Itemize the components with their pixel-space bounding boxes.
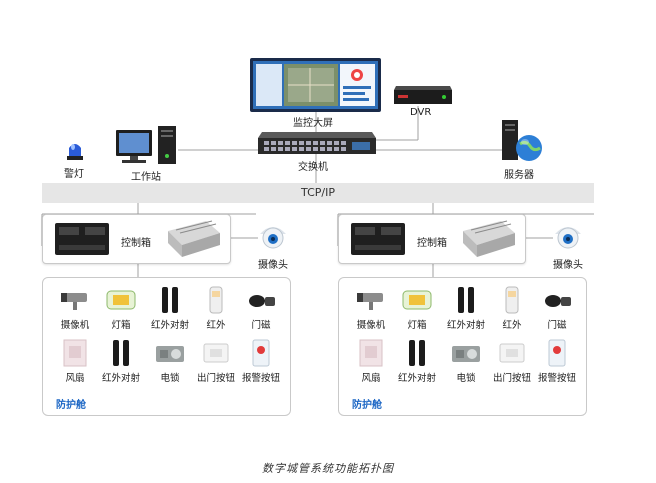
left-camera (258, 222, 288, 252)
door-contact-icon (249, 295, 275, 307)
exit-button-icon (499, 343, 525, 363)
right-device-door-contact: 门磁 (532, 285, 582, 331)
light-box-icon (106, 290, 136, 310)
monitor-screen-label: 监控大屏 (293, 118, 333, 129)
figure-caption: 数字城管系统功能拓扑图 (262, 462, 394, 475)
left-protective-cabin-panel: 摄像机 灯箱 红外对射 红外 门磁 风扇 红外对射 电锁 出门按钮 报警按钮 防… (42, 277, 291, 416)
server-label: 服务器 (504, 170, 534, 181)
warning-light (64, 140, 86, 162)
infrared-beam-icon (409, 340, 425, 366)
dome-camera-icon (555, 227, 581, 249)
pir-sensor-icon (209, 286, 223, 314)
switch-label: 交换机 (298, 162, 328, 173)
alarm-button-icon (548, 339, 566, 367)
power-supply-icon (168, 220, 220, 257)
switch-device (256, 132, 376, 156)
warning-light-label: 警灯 (64, 169, 84, 180)
tcp-ip-bus: TCP/IP (42, 183, 594, 203)
server-icon (502, 120, 542, 161)
alarm-button-icon (252, 339, 270, 367)
server (500, 120, 544, 164)
warning-light-icon (67, 144, 83, 160)
left-device-alarm-button: 报警按钮 (236, 338, 286, 384)
left-device-ir-beam: 红外对射 (145, 285, 195, 331)
tcp-ip-label: TCP/IP (301, 186, 335, 199)
right-cabin-title: 防护舱 (352, 400, 382, 411)
dvr-device (392, 86, 452, 106)
controller-board-icon (351, 223, 405, 255)
bullet-camera-icon (61, 293, 87, 310)
right-device-camera: 摄像机 (346, 285, 396, 331)
right-device-ir-beam: 红外对射 (441, 285, 491, 331)
right-device-electric-lock: 电锁 (441, 338, 491, 384)
network-switch-icon (258, 132, 376, 154)
pir-sensor-icon (505, 286, 519, 314)
right-controller-label: 控制箱 (417, 238, 447, 249)
left-device-light-box: 灯箱 (96, 285, 146, 331)
dvr-icon (394, 86, 452, 104)
left-camera-label: 摄像头 (258, 260, 288, 271)
workstation-label: 工作站 (131, 172, 161, 183)
left-device-exit-button: 出门按钮 (191, 338, 241, 384)
right-device-alarm-button: 报警按钮 (532, 338, 582, 384)
left-controller-box: 控制箱 (42, 214, 231, 264)
right-device-exit-button: 出门按钮 (487, 338, 537, 384)
left-device-electric-lock: 电锁 (145, 338, 195, 384)
right-device-fan: 风扇 (346, 338, 396, 384)
monitor-screen (250, 58, 381, 112)
left-device-door-contact: 门磁 (236, 285, 286, 331)
door-contact-icon (545, 295, 571, 307)
fan-icon (359, 339, 383, 367)
right-camera-label: 摄像头 (553, 260, 583, 271)
right-camera (553, 222, 583, 252)
electric-lock-icon (156, 346, 184, 362)
left-device-camera: 摄像机 (50, 285, 100, 331)
workstation (116, 126, 178, 166)
left-device-fan: 风扇 (50, 338, 100, 384)
right-device-infrared: 红外 (487, 285, 537, 331)
electric-lock-icon (452, 346, 480, 362)
infrared-beam-icon (458, 287, 474, 313)
right-device-ir-beam-2: 红外对射 (392, 338, 442, 384)
bullet-camera-icon (357, 293, 383, 310)
right-protective-cabin-panel: 摄像机 灯箱 红外对射 红外 门磁 风扇 红外对射 电锁 出门按钮 报警按钮 防… (338, 277, 587, 416)
left-device-ir-beam-2: 红外对射 (96, 338, 146, 384)
workstation-icon (116, 126, 176, 164)
left-device-infrared: 红外 (191, 285, 241, 331)
power-supply-icon (463, 220, 515, 257)
left-controller-label: 控制箱 (121, 238, 151, 249)
right-device-light-box: 灯箱 (392, 285, 442, 331)
light-box-icon (402, 290, 432, 310)
fan-icon (63, 339, 87, 367)
monitor-wall-icon (250, 58, 381, 112)
exit-button-icon (203, 343, 229, 363)
dvr-label: DVR (410, 107, 432, 118)
controller-board-icon (55, 223, 109, 255)
infrared-beam-icon (113, 340, 129, 366)
infrared-beam-icon (162, 287, 178, 313)
left-cabin-title: 防护舱 (56, 400, 86, 411)
dome-camera-icon (260, 227, 286, 249)
right-controller-box: 控制箱 (338, 214, 526, 264)
